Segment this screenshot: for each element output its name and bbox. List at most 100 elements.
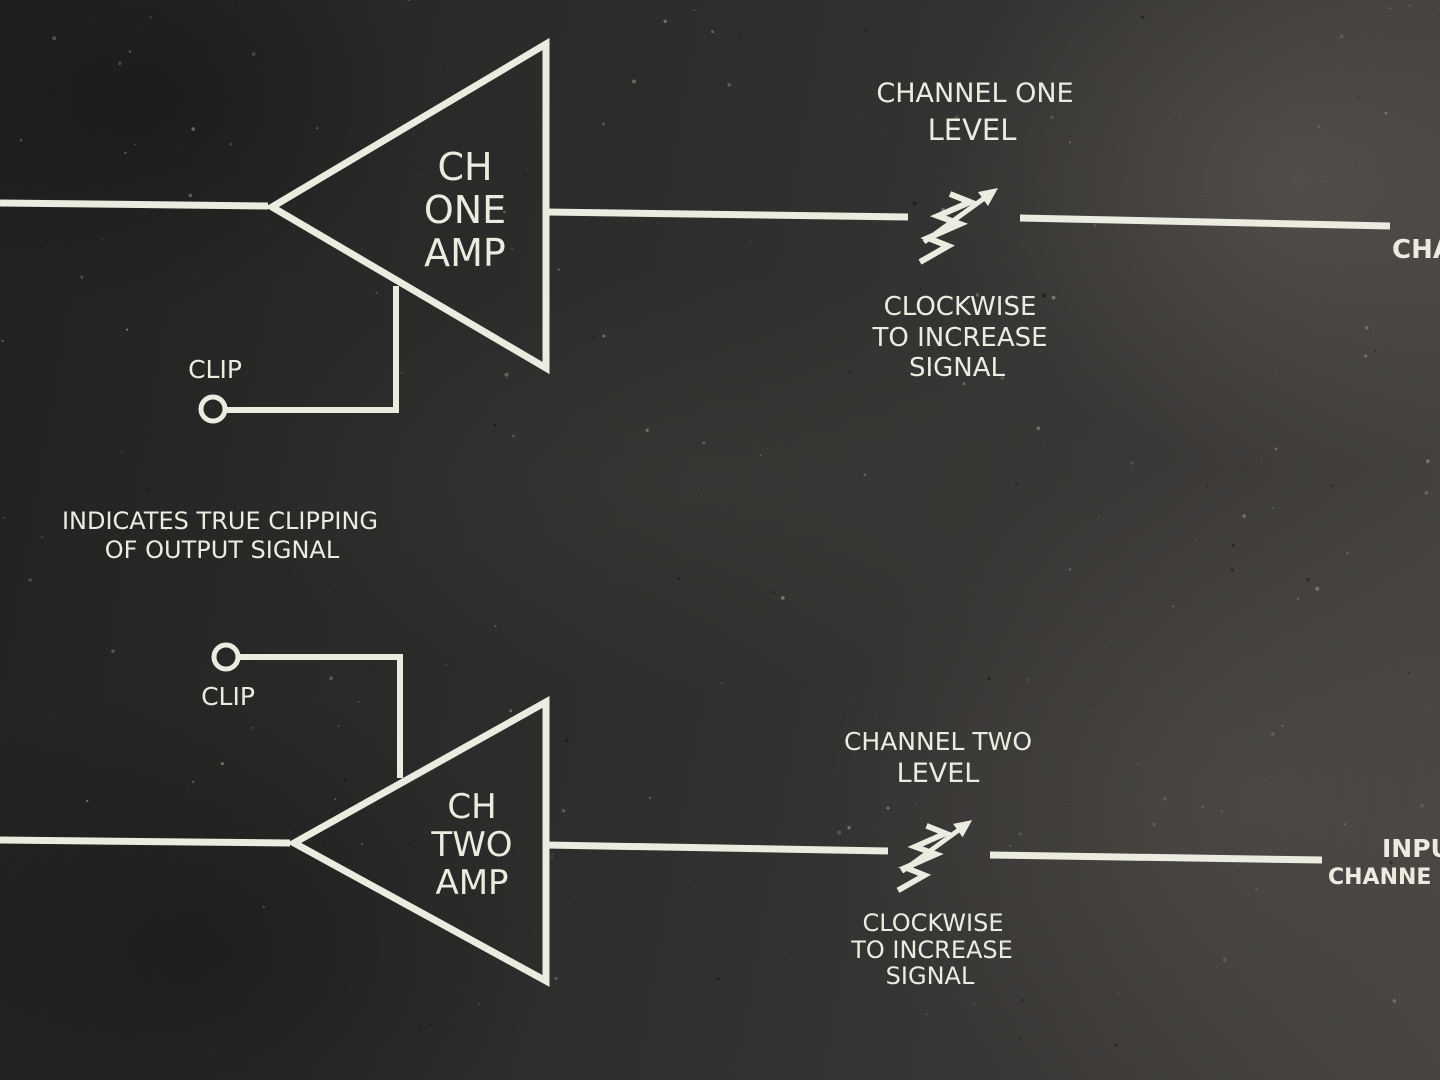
dust-speck [987, 677, 991, 681]
dust-speck [494, 625, 497, 628]
dust-speck [638, 1031, 641, 1034]
dust-speck [459, 988, 462, 990]
dust-speck [843, 712, 846, 716]
dust-speck [287, 568, 290, 571]
dust-speck [912, 201, 917, 206]
dust-speck [1264, 463, 1267, 465]
dust-speck [368, 668, 371, 670]
dust-speck [177, 14, 181, 19]
ch1-level-hint: SIGNAL [909, 353, 1006, 383]
channel-two: CLIP CH TWO AMP INPU CHANNE CHANNEL TWO … [0, 642, 1440, 990]
dust-speck [209, 1049, 211, 1052]
dust-speck [359, 432, 363, 436]
dust-speck [1415, 285, 1418, 287]
dust-speck [1278, 371, 1281, 373]
dust-speck [954, 115, 959, 120]
ch2-amp-label: TWO [430, 825, 512, 865]
ch2-edge-label: INPU [1382, 834, 1440, 863]
dust-speck [150, 436, 152, 439]
dust-speck [1258, 179, 1260, 182]
ch2-clip-led-icon [211, 642, 241, 672]
dust-speck [1245, 466, 1248, 469]
dust-speck [863, 28, 867, 32]
dust-speck [1255, 458, 1257, 460]
dust-speck [1036, 426, 1041, 431]
dust-speck [337, 724, 340, 727]
dust-speck [1100, 511, 1103, 515]
dust-speck [705, 604, 707, 607]
ch1-level-pot-icon [918, 188, 998, 265]
dust-speck [752, 625, 754, 628]
dust-speck [797, 24, 800, 28]
dust-speck [1093, 224, 1096, 227]
dust-speck [662, 934, 664, 936]
dust-speck [191, 127, 195, 131]
dust-speck [300, 264, 303, 267]
dust-speck [1346, 551, 1349, 555]
dust-speck [1145, 793, 1147, 796]
dust-speck [400, 371, 403, 374]
dust-speck [428, 1023, 432, 1027]
dust-speck [776, 55, 780, 58]
dust-speck [504, 372, 509, 377]
dust-speck [1296, 597, 1300, 600]
dust-speck [716, 977, 720, 981]
ch2-clip-line [238, 654, 403, 778]
dust-speck [1220, 809, 1223, 813]
dust-speck [415, 667, 419, 671]
ch2-output-line [545, 841, 889, 855]
dust-speck [1026, 679, 1029, 681]
dust-speck [1021, 998, 1024, 1002]
dust-speck [919, 288, 922, 291]
dust-speck [1357, 95, 1360, 98]
dust-speck [1315, 586, 1320, 591]
dust-speck [1200, 195, 1202, 197]
dust-speck [1425, 710, 1428, 713]
dust-speck [955, 991, 957, 994]
dust-speck [1425, 459, 1430, 464]
dust-speck [721, 682, 723, 684]
dust-speck [663, 19, 667, 24]
dust-speck [188, 193, 192, 198]
dust-speck [235, 0, 239, 3]
dust-speck [941, 7, 944, 9]
dust-speck [1009, 844, 1012, 847]
dust-speck [40, 535, 43, 538]
dust-speck [251, 726, 254, 729]
dust-speck [521, 663, 524, 665]
dust-speck [1018, 635, 1021, 637]
dust-speck [489, 751, 491, 753]
dust-speck [1130, 461, 1134, 465]
dust-speck [477, 1002, 480, 1005]
dust-speck [1042, 293, 1047, 298]
ch2-level-hint: SIGNAL [886, 962, 975, 990]
dust-speck [1306, 577, 1310, 582]
dust-speck [334, 798, 337, 801]
dust-speck [121, 451, 123, 453]
dust-speck [677, 576, 681, 580]
dust-speck [19, 139, 23, 142]
dust-speck [568, 895, 571, 898]
ch1-level-hint: TO INCREASE [871, 323, 1047, 353]
dust-speck [1015, 482, 1019, 486]
dust-speck [1274, 447, 1278, 451]
ch2-amp-label: CH [447, 787, 496, 827]
dust-speck [785, 957, 787, 960]
dust-speck [1136, 763, 1139, 766]
dust-speck [551, 853, 553, 855]
dust-speck [493, 423, 497, 427]
dust-speck [1092, 704, 1094, 706]
clip-note: INDICATES TRUE CLIPPING [62, 507, 378, 535]
dust-speck [648, 796, 652, 800]
dust-speck [676, 393, 679, 396]
dust-speck [509, 709, 513, 713]
dust-speck [702, 441, 706, 445]
ch2-input-line [0, 836, 291, 847]
dust-speck [962, 382, 966, 386]
dust-speck [847, 826, 851, 830]
dust-speck [181, 785, 185, 789]
dust-speck [125, 328, 129, 331]
dust-speck [1000, 376, 1005, 380]
dust-speck [52, 36, 57, 41]
